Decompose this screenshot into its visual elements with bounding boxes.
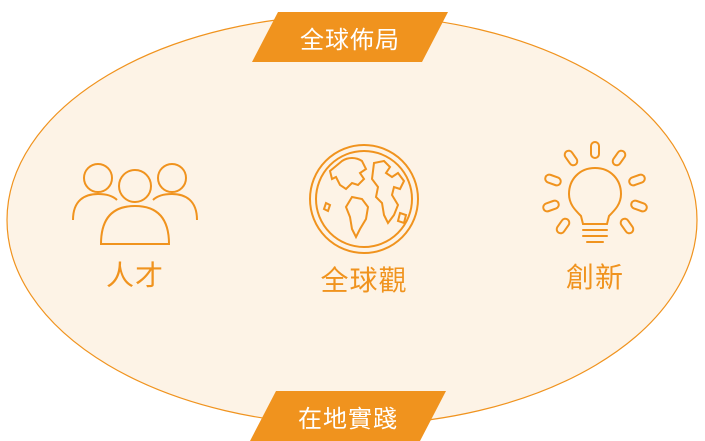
pillar-global: 全球觀 bbox=[289, 143, 439, 299]
globe-icon bbox=[309, 144, 419, 254]
top-banner-label: 全球佈局 bbox=[300, 25, 400, 54]
people-group-icon bbox=[72, 163, 198, 245]
pillar-label: 全球觀 bbox=[320, 264, 408, 297]
top-banner: 全球佈局 bbox=[252, 12, 448, 62]
banner-shape bbox=[252, 12, 448, 62]
bottom-banner: 在地實踐 bbox=[250, 391, 446, 441]
bottom-banner-label: 在地實踐 bbox=[298, 404, 398, 433]
pillar-talent: 人才 bbox=[60, 158, 210, 294]
lightbulb-icon bbox=[542, 141, 648, 243]
banner-shape bbox=[250, 391, 446, 441]
pillar-label: 人才 bbox=[105, 259, 164, 292]
pillar-label: 創新 bbox=[565, 261, 624, 294]
pillar-innovation: 創新 bbox=[520, 140, 670, 296]
